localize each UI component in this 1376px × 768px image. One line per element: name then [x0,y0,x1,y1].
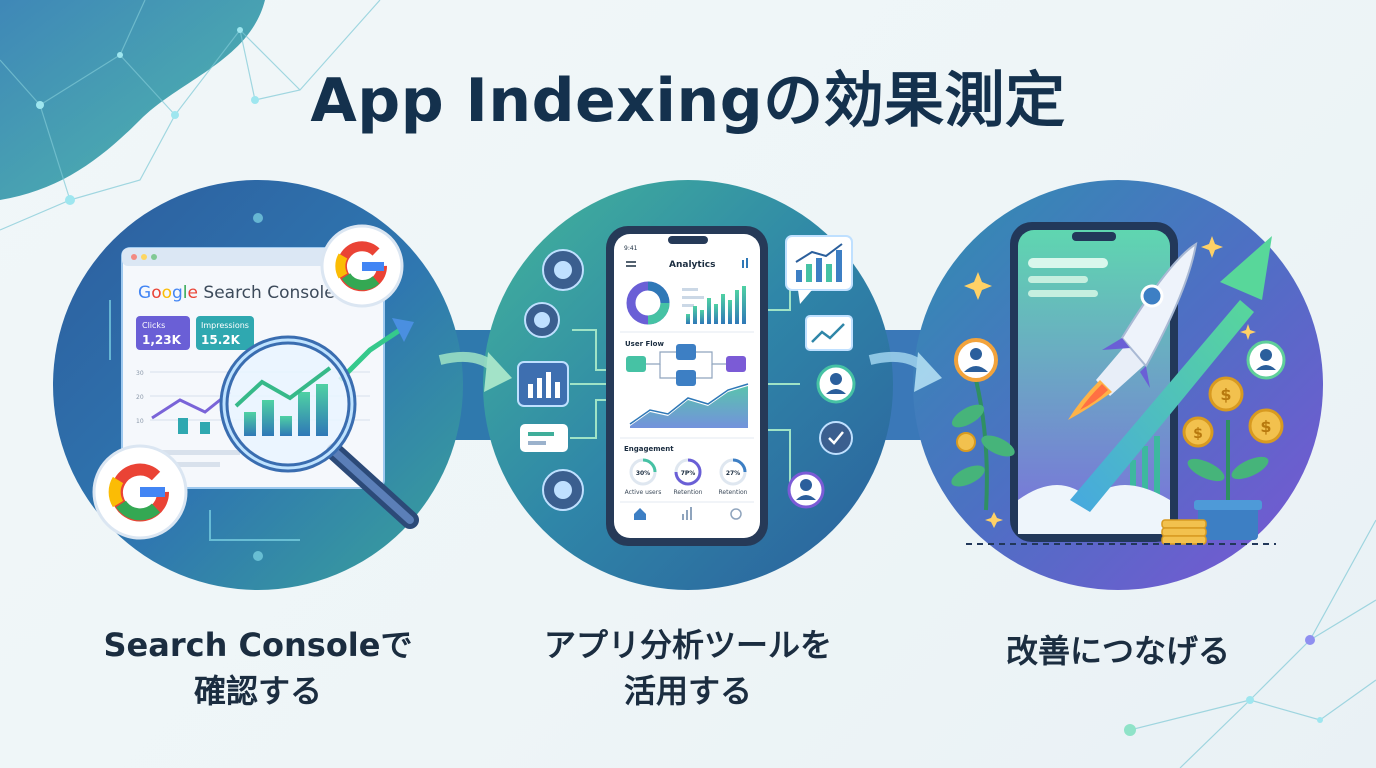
svg-text:Analytics: Analytics [669,260,715,270]
rocket-icon [1068,241,1198,420]
chart-tab-icon [682,507,692,520]
svg-text:10: 10 [136,418,144,425]
step2-caption: アプリ分析ツールを 活用する [488,622,888,714]
flow-arrow-1 [438,351,512,392]
step2-caption-line1: アプリ分析ツールを [543,626,832,664]
metric-retention-1: 7P% Retention [674,458,703,496]
step1-caption-line2: 確認する [193,672,322,710]
user-avatar-icon [787,471,825,509]
user-avatar-icon [1246,340,1286,380]
page-title: App Indexingの効果測定 [310,66,1066,136]
svg-text:$: $ [1193,426,1203,442]
metric-retention-2: 27% Retention [719,458,748,496]
svg-text:$: $ [1260,417,1271,436]
svg-text:15.2K: 15.2K [201,333,241,347]
google-g-icon-bottom [92,444,188,540]
svg-text:User Flow: User Flow [625,340,664,348]
svg-text:$: $ [1220,385,1231,404]
svg-text:Clicks: Clicks [142,321,165,330]
sparkle-icon [964,236,1256,528]
coin-stack-icon [1161,519,1207,545]
trend-card-icon [805,315,853,351]
google-g-icon-top [320,224,404,308]
svg-text:9:41: 9:41 [624,245,638,252]
svg-text:Impressions: Impressions [201,321,249,330]
analytics-phone: 9:41 Analytics User Flow [606,226,768,546]
corner-blob [0,0,265,200]
magnifier-icon [219,335,419,529]
svg-text:7P%: 7P% [681,470,696,477]
step1-caption-line1: Search Consoleで [103,626,413,664]
bar-chart-card-icon [517,361,569,407]
step3-caption: 改善につなげる [918,628,1318,674]
gear-icon [524,302,560,338]
user-plant-left [951,338,1015,511]
metric-active-users: 30% Active users [625,458,662,496]
flow-arrow-2 [868,351,942,392]
svg-text:1,23K: 1,23K [142,333,182,347]
gear-icon [542,469,584,511]
svg-text:27%: 27% [726,470,740,477]
svg-text:30%: 30% [636,470,650,477]
user-avatar-icon [816,364,856,404]
svg-text:Engagement: Engagement [624,445,674,453]
process-illustration: Google Search Console Clicks 1,23K Impre… [53,180,1323,590]
gear-check-icon [819,421,853,455]
console-header: Google Search Console [138,283,335,303]
step3-caption-line1: 改善につなげる [1005,632,1230,670]
step1-caption: Search Consoleで 確認する [58,622,458,714]
svg-text:Retention: Retention [674,489,703,496]
step2-caption-line2: 活用する [623,672,752,710]
svg-text:Retention: Retention [719,489,748,496]
big-growth-arrow [1070,236,1272,512]
settings-tab-icon [730,508,742,520]
home-tab-icon [634,508,646,520]
svg-text:20: 20 [136,394,144,401]
impressions-card [196,316,254,350]
clicks-card [136,316,190,350]
chart-bubble-icon [785,235,853,304]
list-card-icon [520,424,568,452]
gear-icon [542,249,584,291]
trend-up-arrow [338,318,414,382]
money-plant-right: $ $ $ [1182,376,1284,540]
svg-text:Active users: Active users [625,489,662,496]
svg-text:30: 30 [136,370,144,377]
